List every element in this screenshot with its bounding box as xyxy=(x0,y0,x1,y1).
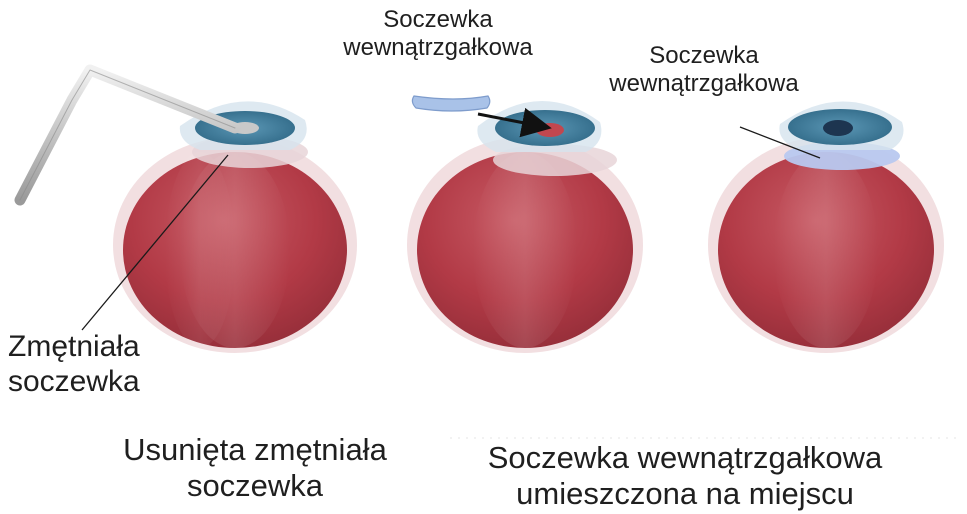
label-iol-right: Soczewka wewnątrzgałkowa xyxy=(594,42,814,97)
caption-removed-line2: soczewka xyxy=(95,468,415,504)
label-iol-middle-line2: wewnątrzgałkowa xyxy=(328,34,548,62)
caption-placed: Soczewka wewnątrzgałkowa umieszczona na … xyxy=(475,440,895,511)
label-iol-middle-line1: Soczewka xyxy=(328,6,548,34)
caption-removed: Usunięta zmętniała soczewka xyxy=(95,432,415,503)
eye-1-cloudy-lens-removed xyxy=(20,70,357,353)
label-cloudy-lens-line1: Zmętniała xyxy=(8,330,140,365)
caption-removed-line1: Usunięta zmętniała xyxy=(95,432,415,468)
label-iol-right-line2: wewnątrzgałkowa xyxy=(594,70,814,98)
eye-3-iol-placed xyxy=(708,101,944,353)
label-iol-middle: Soczewka wewnątrzgałkowa xyxy=(328,6,548,61)
label-cloudy-lens-line2: soczewka xyxy=(8,365,140,400)
label-cloudy-lens: Zmętniała soczewka xyxy=(8,330,140,399)
eye-2-iol-insertion xyxy=(407,96,643,353)
iol-implant xyxy=(412,96,489,111)
caption-placed-line1: Soczewka wewnątrzgałkowa xyxy=(475,440,895,476)
label-iol-right-line1: Soczewka xyxy=(594,42,814,70)
caption-placed-line2: umieszczona na miejscu xyxy=(475,476,895,512)
